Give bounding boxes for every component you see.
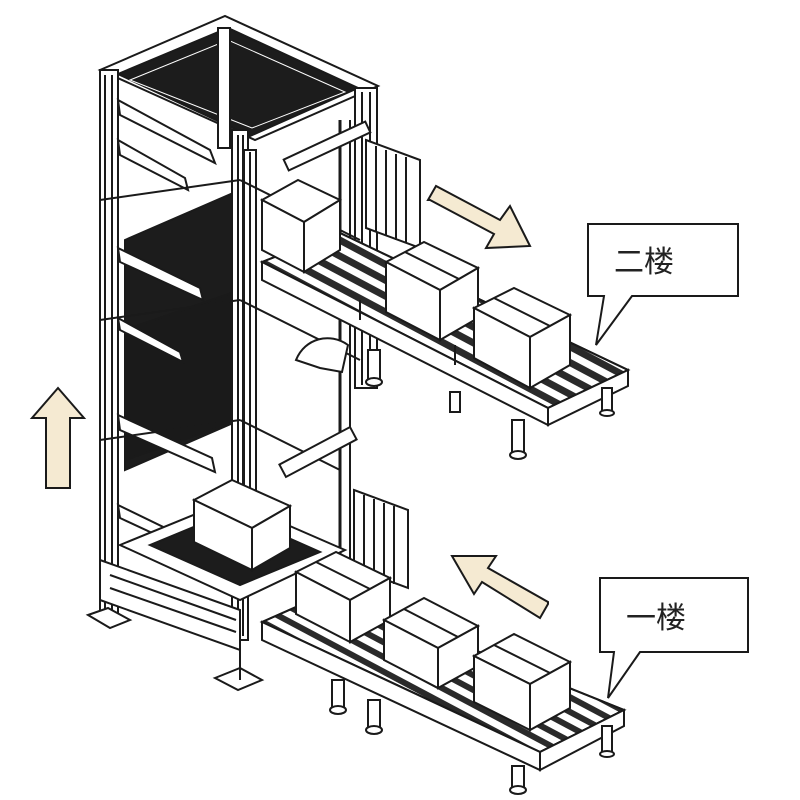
lower-conveyor-legs (329, 679, 615, 795)
upper-conveyor-end-rail (547, 368, 629, 427)
box-lower-1 (293, 550, 393, 644)
upper-floor-label: 二楼 (614, 245, 674, 280)
box-upper-1 (259, 178, 343, 274)
lower-conveyor-boxes (191, 478, 573, 732)
tower-base-foot-right (212, 666, 265, 692)
upper-side-gate (365, 138, 421, 250)
up-arrow-icon (29, 386, 87, 489)
tower-base-foot-left (85, 606, 133, 630)
lower-floor-label: 一楼 (626, 601, 686, 636)
box-upper-3 (471, 286, 573, 390)
lower-side-gate (353, 488, 409, 590)
lower-floor-callout-bubble (599, 577, 749, 699)
down-right-arrow-icon (426, 184, 532, 250)
tower-column-front-left (99, 69, 119, 616)
box-upper-2 (383, 240, 481, 342)
lower-floor-callout: 一楼 (599, 577, 749, 699)
lift-drive-bracket (294, 337, 350, 374)
up-left-arrow-icon (450, 555, 549, 620)
tower-column-back-left (217, 27, 231, 149)
upper-floor-callout: 二楼 (587, 223, 739, 346)
box-carriage (191, 478, 293, 572)
upper-floor-callout-bubble (587, 223, 739, 346)
box-lower-2 (381, 596, 481, 690)
upper-conveyor-boxes (259, 178, 573, 390)
upper-conveyor-legs (365, 349, 615, 460)
box-lower-3 (471, 632, 573, 732)
